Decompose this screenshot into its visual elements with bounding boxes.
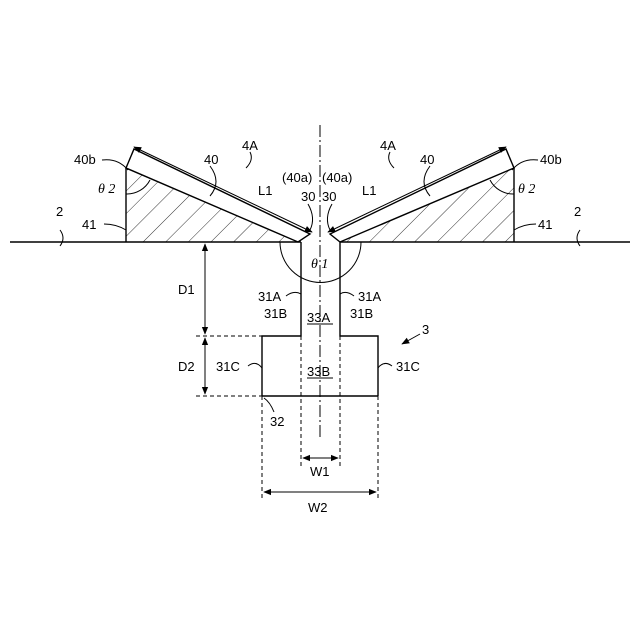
leader-2-left (60, 230, 63, 246)
label-4A-left: 4A (242, 138, 258, 153)
leader-40-left (210, 166, 216, 196)
label-theta2-left: θ 2 (98, 182, 115, 197)
leader-31A-right (340, 292, 354, 296)
label-31B-right: 31B (350, 306, 373, 321)
label-W2: W2 (308, 500, 328, 515)
label-30-right: 30 (322, 189, 336, 204)
label-41-left: 41 (82, 217, 96, 232)
leader-41-left (104, 224, 126, 230)
leader-31C-left (248, 363, 262, 368)
label-2-left: 2 (56, 204, 63, 219)
label-32: 32 (270, 414, 284, 429)
label-31C-right: 31C (396, 359, 420, 374)
leader-3-arrow (402, 334, 420, 344)
label-31A-right: 31A (358, 289, 381, 304)
label-L1-left: L1 (258, 183, 272, 198)
leader-30-right (327, 204, 332, 230)
ext-line-40b-left (126, 149, 134, 168)
leader-4A-right (389, 152, 394, 168)
label-33B: 33B (307, 364, 330, 379)
label-40b-left: 40b (74, 152, 96, 167)
label-40-right: 40 (420, 152, 434, 167)
leader-31C-right (378, 363, 392, 368)
label-41-right: 41 (538, 217, 552, 232)
label-31B-left: 31B (264, 306, 287, 321)
label-D2: D2 (178, 359, 195, 374)
leader-40-right (424, 166, 430, 196)
label-W1: W1 (310, 464, 330, 479)
ext-line-40b-right (506, 149, 514, 168)
leader-30-left (308, 204, 313, 230)
leader-32 (264, 398, 274, 412)
label-D1: D1 (178, 282, 195, 297)
label-40a-left: (40a) (282, 170, 312, 185)
leader-4A-left (246, 152, 251, 168)
leader-40b-left (102, 160, 128, 170)
leader-31A-left (286, 292, 301, 296)
label-31C-left: 31C (216, 359, 240, 374)
label-theta1: θ 1 (311, 257, 328, 272)
label-2-right: 2 (574, 204, 581, 219)
label-40a-right: (40a) (322, 170, 352, 185)
label-3: 3 (422, 322, 429, 337)
leader-40b-right (512, 160, 538, 170)
label-40b-right: 40b (540, 152, 562, 167)
label-theta2-right: θ 2 (518, 182, 535, 197)
label-30-left: 30 (301, 189, 315, 204)
label-31A-left: 31A (258, 289, 281, 304)
leader-41-right (514, 224, 536, 230)
label-40-left: 40 (204, 152, 218, 167)
label-4A-right: 4A (380, 138, 396, 153)
label-L1-right: L1 (362, 183, 376, 198)
label-33A: 33A (307, 310, 330, 325)
leader-2-right (577, 230, 580, 246)
